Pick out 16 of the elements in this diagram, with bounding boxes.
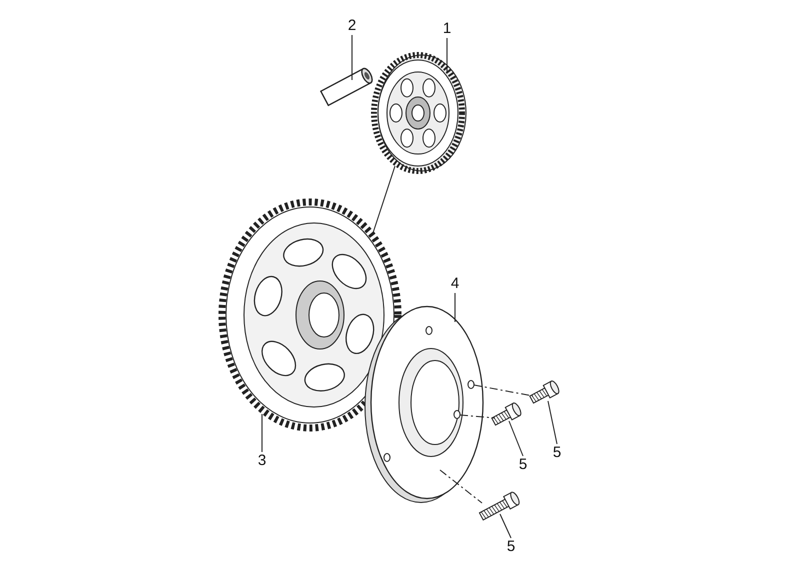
alignment-line: [454, 292, 456, 322]
callout-number: 2: [345, 17, 359, 35]
callout-number: 5: [550, 444, 564, 462]
leader-line: [508, 420, 524, 456]
callout-number: 4: [448, 275, 462, 293]
center-line: [460, 414, 496, 418]
leader-line: [548, 400, 558, 444]
callout-number: 5: [516, 456, 530, 474]
callout-number: 1: [440, 20, 454, 38]
center-line: [474, 384, 534, 396]
leader-line: [446, 38, 448, 72]
alignment-line: [372, 166, 396, 236]
leader-line: [500, 514, 512, 538]
callout-number: 5: [504, 538, 518, 556]
center-line: [440, 470, 482, 504]
callout-number: 3: [255, 452, 269, 470]
